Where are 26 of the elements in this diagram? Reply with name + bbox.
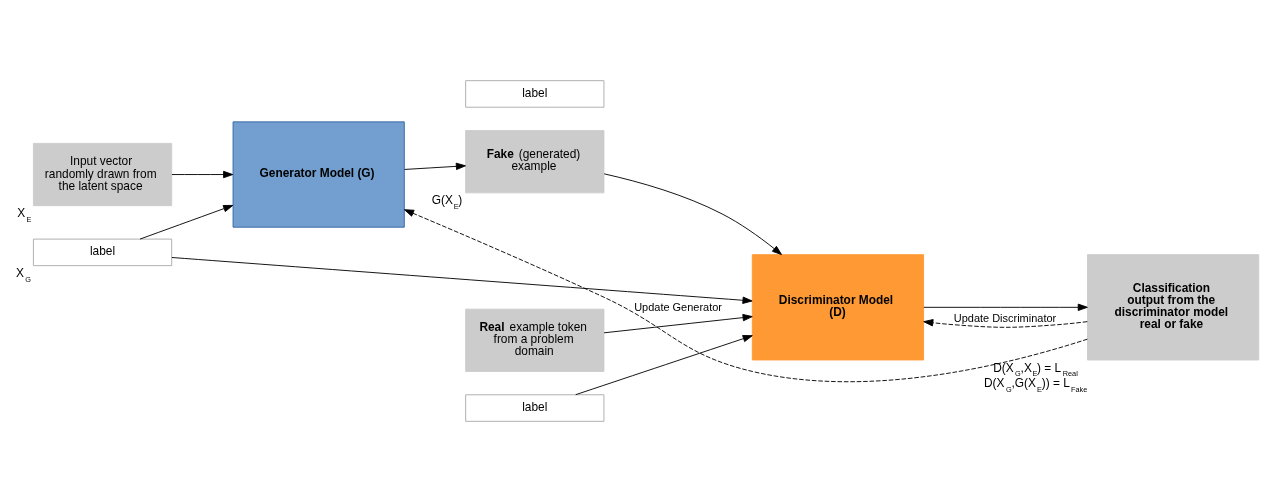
arrow [171,170,234,179]
node-box: label [465,394,605,422]
node-box: label [32,238,173,267]
arrow [171,257,753,304]
arrow [404,162,466,170]
node-box: Real example token from a problem domain [465,308,605,372]
node-box: Discriminator Model (D) [751,254,924,361]
node-box: Input vector randomly drawn from the latent space [32,142,173,207]
arrow [575,335,753,396]
node-box: label [465,80,605,108]
node-label: D(X$_{G}$,X$_{E}$) = L$_{Real}$ [993,360,1078,379]
node-label: G(X$_{E}$) [431,193,463,211]
node-label: D(X$_{G}$,G(X$_{E}$)) = L$_{Fake}$ [984,376,1088,394]
edge-label: Update Discriminator [953,311,1057,324]
node-box: Classification output from the discriminator model real or fake [1087,254,1260,361]
arrow [603,313,753,334]
node-label: X$_{E}$ [17,206,32,224]
node-label: X$_{G}$ [16,266,31,284]
node-box: Generator Model (G) [232,121,405,228]
arrow [923,319,1088,328]
node-box: Fake (generated) example [465,130,605,194]
arrow [139,204,234,240]
arrow [603,173,782,256]
edge-label: Update Generator [634,300,722,313]
arrow [923,303,1088,311]
arrow [404,209,1088,383]
